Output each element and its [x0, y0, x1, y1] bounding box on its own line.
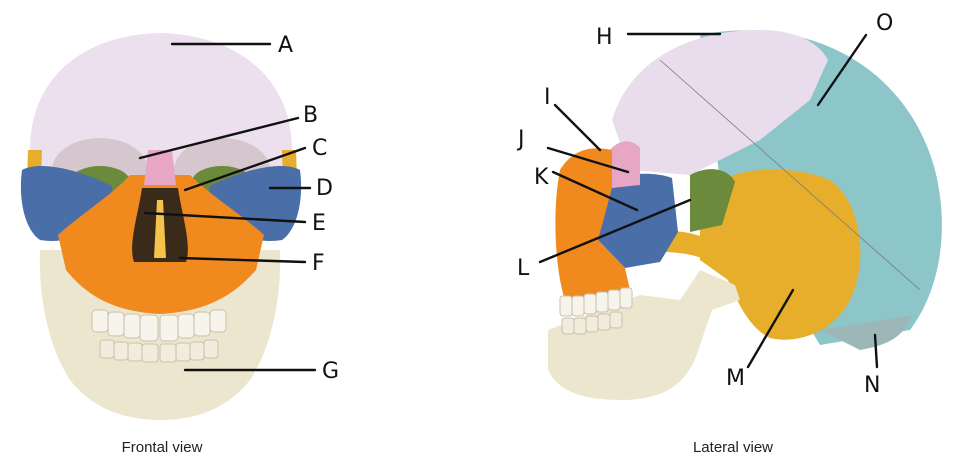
lateral-occipital-bone — [820, 315, 912, 350]
label-f: F — [312, 251, 325, 276]
frontal-lower-teeth — [99, 339, 219, 363]
frontal-upper-teeth — [91, 309, 227, 342]
label-k: K — [534, 165, 549, 190]
label-o: O — [876, 11, 893, 36]
lateral-sphenoid-bone — [690, 169, 735, 232]
lateral-frontal-bone — [612, 30, 828, 175]
label-h: H — [596, 25, 613, 50]
leader-l — [538, 198, 692, 264]
caption-frontal-view: Frontal view — [122, 439, 203, 456]
caption-lateral-view: Lateral view — [693, 439, 773, 456]
lateral-maxilla — [555, 148, 630, 300]
leader-c — [183, 146, 307, 192]
label-i: I — [544, 85, 551, 110]
leader-j — [546, 146, 630, 174]
label-g: G — [322, 359, 339, 384]
frontal-letters: A B C D E F G — [278, 33, 339, 384]
leader-k — [551, 170, 639, 212]
lateral-orbit — [610, 141, 640, 188]
frontal-leader-lines — [138, 42, 317, 372]
lateral-suture-line — [659, 59, 921, 291]
leader-i — [553, 103, 602, 152]
lateral-mandible — [548, 270, 740, 400]
lateral-upper-teeth — [559, 287, 633, 317]
frontal-nasal-bone — [144, 150, 176, 185]
leader-o — [816, 33, 868, 107]
label-d: D — [316, 176, 333, 201]
lateral-letters: H I J K L M N O — [516, 11, 893, 398]
leader-n — [873, 333, 879, 369]
lateral-leader-lines — [538, 32, 879, 369]
lateral-skull — [548, 30, 942, 400]
lateral-lower-teeth — [561, 311, 623, 335]
label-l: L — [517, 256, 530, 281]
label-m: M — [726, 366, 745, 391]
leader-b — [138, 116, 300, 160]
lateral-zygomatic-arch — [660, 231, 740, 275]
label-j: J — [516, 127, 525, 152]
label-n: N — [864, 373, 880, 398]
leader-m — [746, 288, 795, 369]
label-c: C — [312, 136, 327, 161]
label-b: B — [303, 103, 318, 128]
lateral-temporal-bone — [700, 169, 861, 340]
leader-e — [143, 211, 307, 224]
label-a: A — [278, 33, 293, 58]
leader-f — [178, 256, 307, 264]
frontal-skull — [20, 33, 302, 420]
label-e: E — [312, 211, 326, 236]
